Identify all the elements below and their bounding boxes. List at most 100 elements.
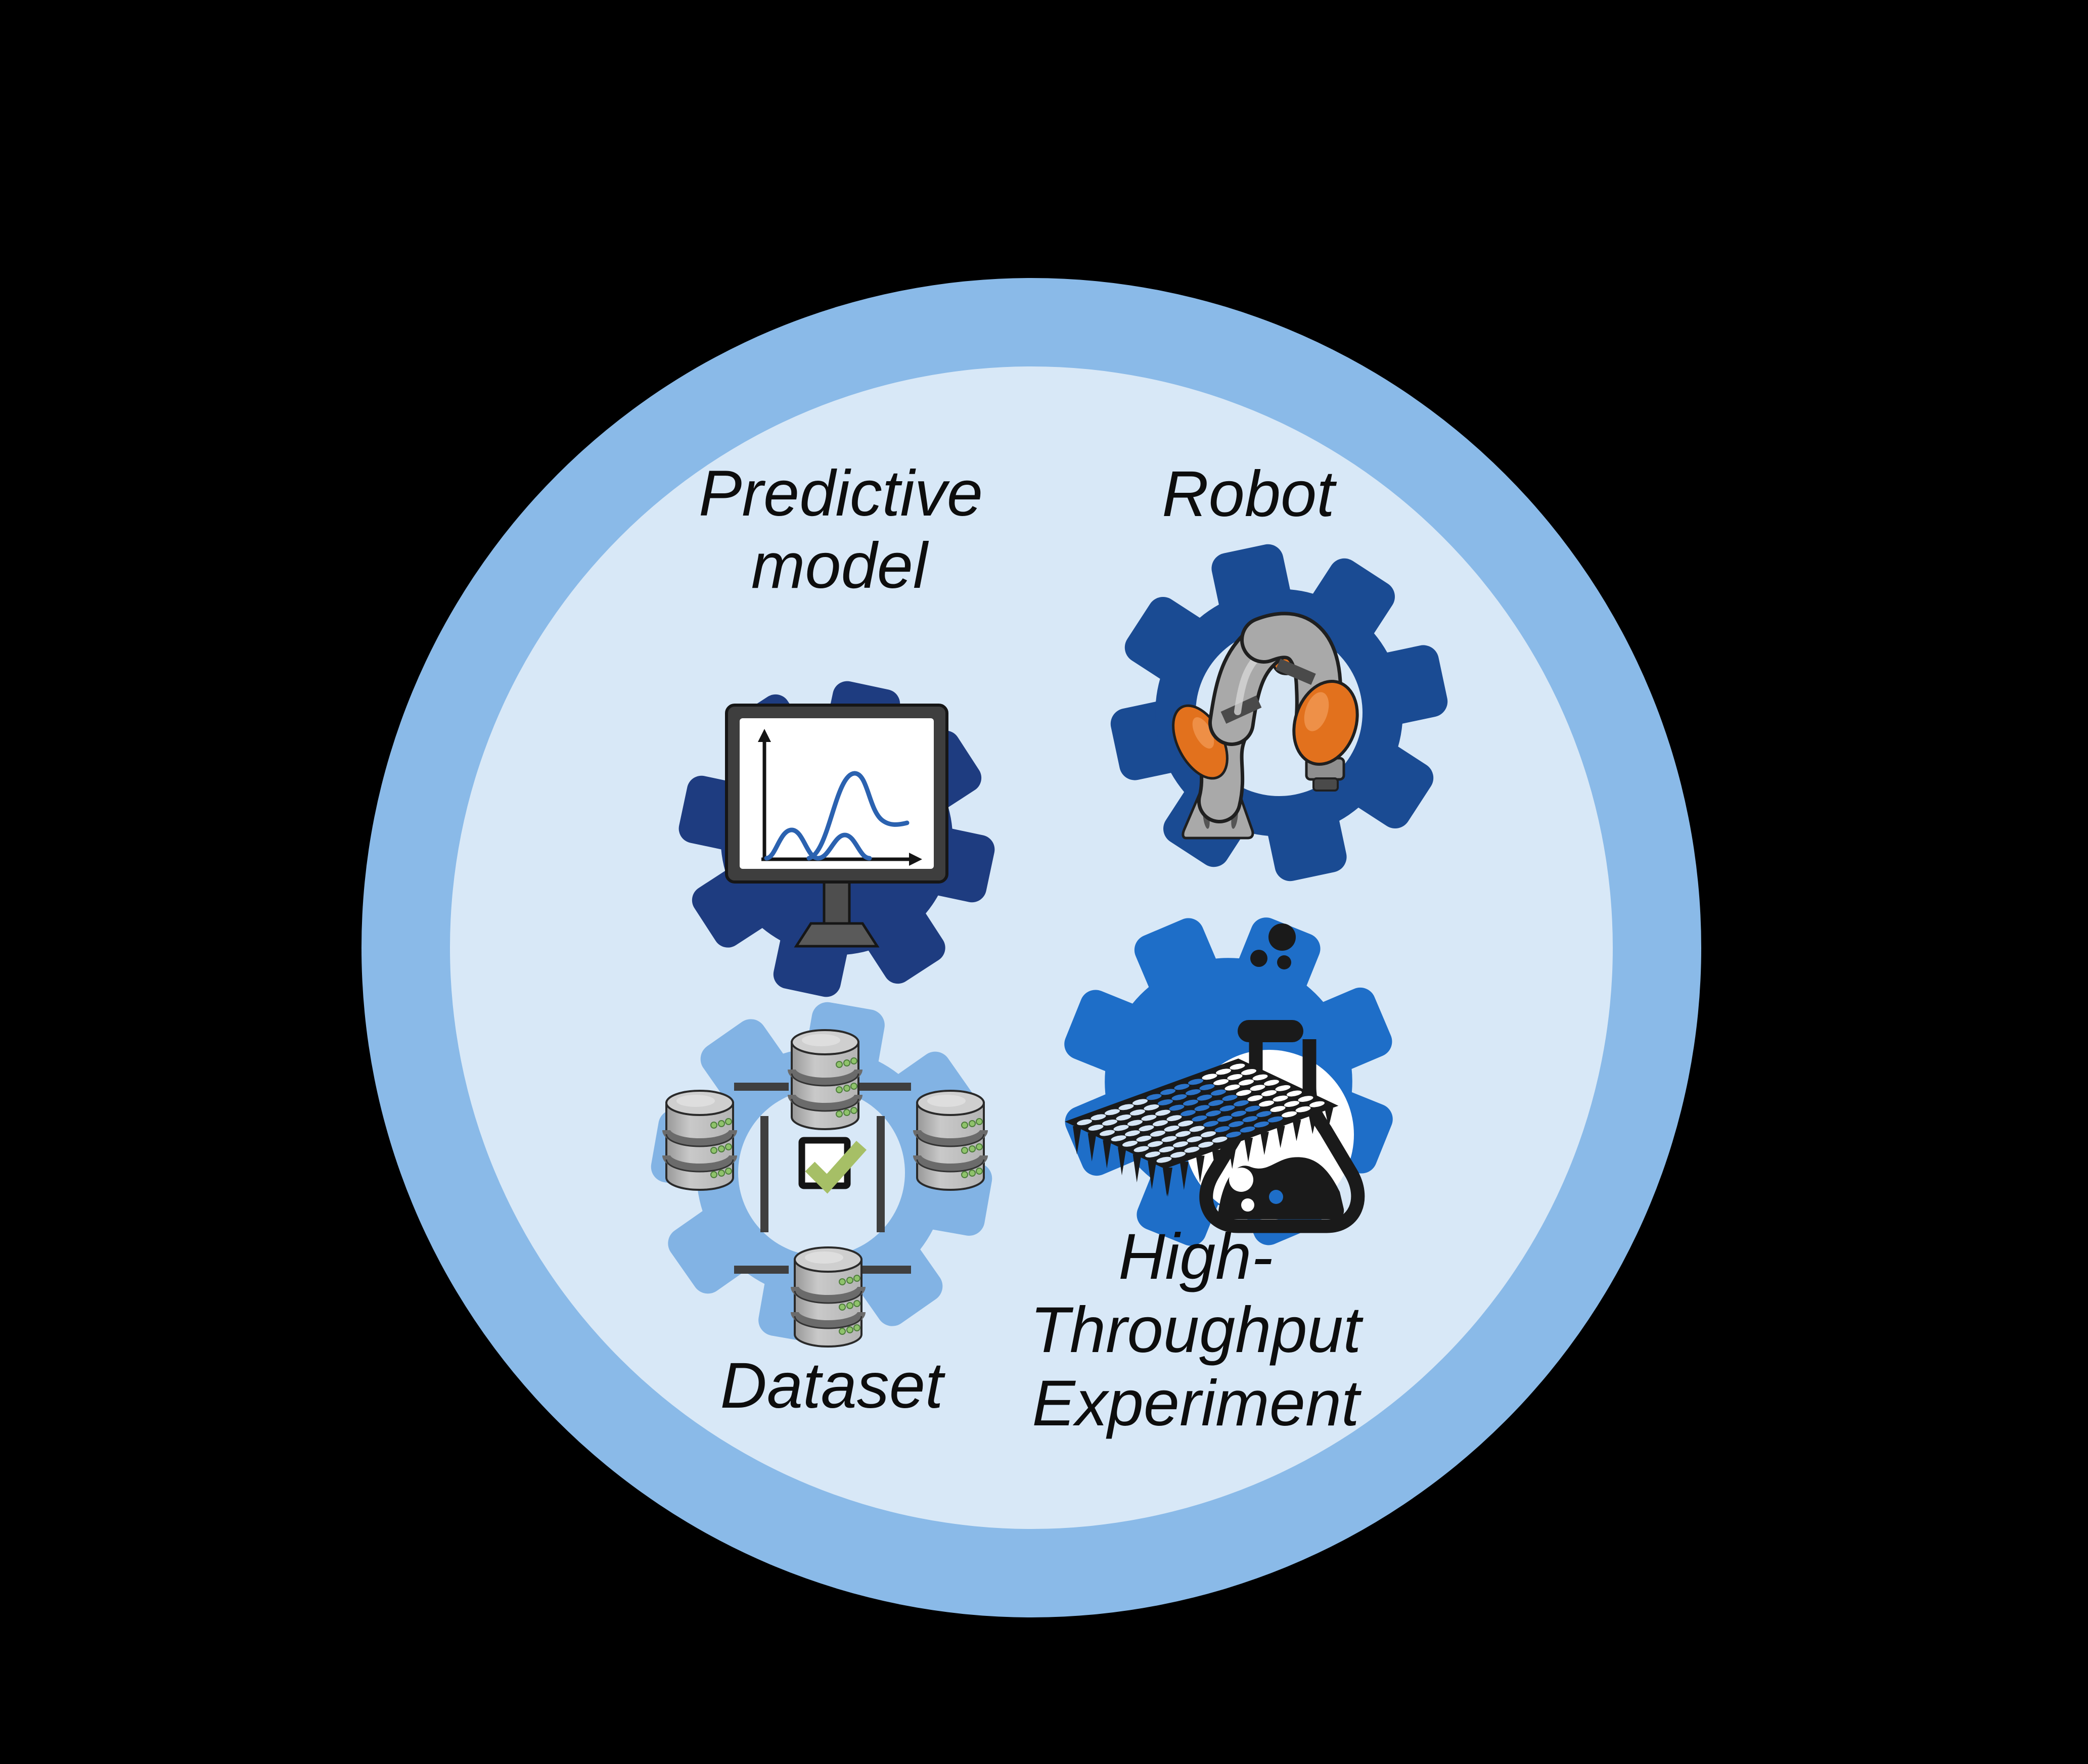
well-dot xyxy=(1169,1104,1185,1111)
well-dot xyxy=(1184,1146,1200,1153)
database-icon-right xyxy=(917,1091,984,1190)
well-dot xyxy=(1157,1099,1173,1105)
well-dot xyxy=(1242,1116,1258,1122)
well-dot xyxy=(1231,1110,1247,1117)
well-tip xyxy=(1103,1140,1112,1169)
well-dot xyxy=(1227,1074,1243,1080)
well-dot xyxy=(1185,1089,1201,1095)
well-dot xyxy=(1164,1125,1179,1132)
liquid-bubble-hole xyxy=(1229,1168,1253,1192)
well-dot xyxy=(1187,1136,1202,1142)
well-dot xyxy=(1175,1131,1191,1137)
database-icon-left xyxy=(666,1091,733,1190)
well-dot xyxy=(1245,1105,1260,1112)
microplate-wells xyxy=(1076,1063,1325,1163)
well-dot xyxy=(1144,1104,1159,1110)
well-dot xyxy=(1145,1151,1161,1157)
microplate-well-tips xyxy=(1073,1108,1333,1197)
well-dot xyxy=(1222,1095,1238,1101)
well-dot xyxy=(1215,1069,1232,1075)
robot-elbow-highlight xyxy=(1192,717,1214,749)
well-dot xyxy=(1152,1120,1168,1127)
well-dot xyxy=(1160,1089,1176,1095)
well-dot xyxy=(1155,1109,1171,1116)
robot-wrist-highlight xyxy=(1304,692,1329,731)
well-dot xyxy=(1197,1094,1212,1101)
well-dot xyxy=(1116,1115,1131,1121)
well-dot xyxy=(1225,1131,1242,1138)
well-dot xyxy=(1275,1085,1291,1091)
well-dot xyxy=(1202,1074,1217,1080)
well-dot xyxy=(1241,1069,1257,1075)
well-dot xyxy=(1298,1096,1313,1102)
well-dot xyxy=(1212,1136,1228,1143)
well-dot xyxy=(1224,1084,1240,1091)
well-dot xyxy=(1267,1116,1283,1123)
well-dot xyxy=(1252,1074,1268,1081)
liquid-bubble-hole xyxy=(1241,1198,1254,1212)
monitor-stand-base xyxy=(794,922,880,948)
well-tip xyxy=(1325,1108,1333,1127)
well-dot xyxy=(1099,1130,1115,1136)
well-dot xyxy=(1273,1095,1288,1102)
well-dot xyxy=(1200,1131,1216,1137)
well-dot xyxy=(1129,1109,1146,1116)
checkmark-icon xyxy=(805,1140,867,1194)
well-dot xyxy=(1146,1094,1162,1100)
well-dot xyxy=(1170,1151,1186,1158)
well-dot xyxy=(1111,1135,1126,1142)
well-dot xyxy=(1286,1090,1302,1097)
well-dot xyxy=(1284,1101,1300,1107)
well-dot xyxy=(1172,1141,1189,1147)
flask-bubble xyxy=(1277,955,1291,969)
well-dot xyxy=(1161,1136,1177,1142)
well-dot xyxy=(1194,1105,1210,1111)
well-dot xyxy=(1177,1120,1194,1127)
well-dot xyxy=(1233,1100,1249,1106)
well-dot xyxy=(1261,1090,1277,1096)
well-dot xyxy=(1258,1100,1275,1107)
label-predictive-model-line1: Predictive xyxy=(699,457,983,530)
well-dot xyxy=(1295,1106,1311,1112)
well-dot xyxy=(1214,1126,1230,1132)
well-tip xyxy=(1212,1149,1221,1176)
well-dot xyxy=(1127,1120,1143,1126)
flask-bubble xyxy=(1268,923,1296,951)
well-dot xyxy=(1091,1114,1106,1121)
well-dot xyxy=(1247,1095,1263,1101)
well-dot xyxy=(1213,1079,1229,1085)
monitor-stand-neck xyxy=(823,880,851,927)
well-dot xyxy=(1159,1146,1174,1152)
well-dot xyxy=(1217,1116,1233,1122)
well-dot xyxy=(1156,1156,1172,1163)
well-dot xyxy=(1102,1120,1118,1126)
well-dot xyxy=(1189,1126,1205,1132)
well-tip xyxy=(1276,1126,1285,1148)
flask-rim xyxy=(1238,1020,1303,1042)
well-tip xyxy=(1196,1155,1205,1183)
well-dot xyxy=(1210,1089,1227,1096)
label-robot: Robot xyxy=(1162,458,1337,530)
well-tip xyxy=(1244,1138,1253,1162)
well-dot xyxy=(1230,1063,1245,1070)
well-dot xyxy=(1076,1119,1093,1126)
small-curve xyxy=(764,827,872,861)
flask-bubble xyxy=(1250,950,1267,967)
well-dot xyxy=(1141,1115,1157,1121)
well-dot xyxy=(1281,1111,1297,1118)
well-dot xyxy=(1124,1130,1141,1137)
well-dot xyxy=(1088,1125,1104,1131)
well-tip xyxy=(1228,1143,1237,1169)
well-dot xyxy=(1263,1080,1280,1086)
label-hte-line2: Throughput xyxy=(1030,1294,1364,1366)
well-dot xyxy=(1203,1121,1219,1127)
well-dot xyxy=(1150,1130,1166,1137)
well-tip xyxy=(1260,1132,1269,1155)
well-dot xyxy=(1171,1094,1187,1100)
well-dot xyxy=(1118,1104,1134,1110)
big-curve xyxy=(806,771,910,861)
well-dot xyxy=(1236,1090,1252,1096)
well-tip xyxy=(1148,1161,1157,1190)
well-dot xyxy=(1199,1084,1215,1090)
